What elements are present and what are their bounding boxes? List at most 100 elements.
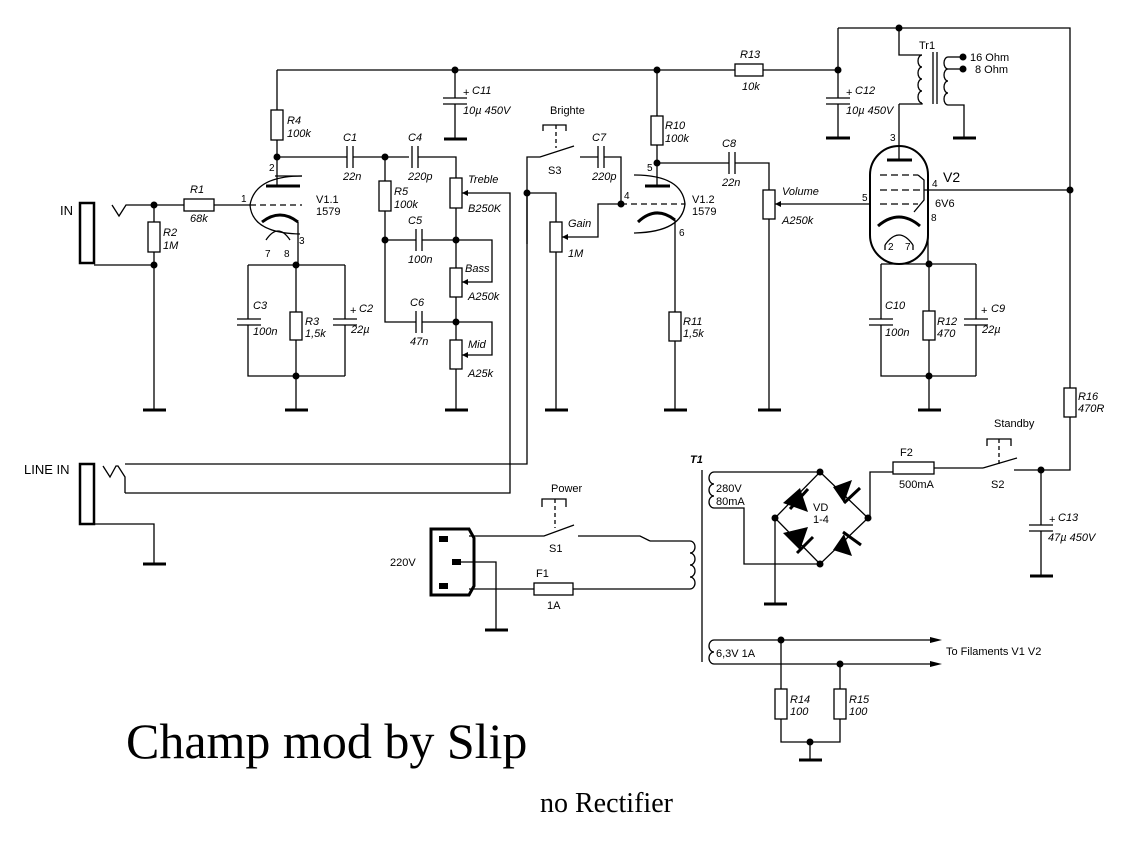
svg-text:C13: C13 [1058,512,1079,524]
svg-text:220p: 220p [407,171,432,183]
svg-text:1M: 1M [163,240,179,252]
svg-text:8 Ohm: 8 Ohm [975,64,1008,76]
svg-text:8: 8 [284,249,290,260]
cathode-network-v1: C3 100n R3 1,5k + C2 22µ [237,261,373,412]
bridge-rectifier-vd: VD 1-4 [764,468,893,606]
input-jack-in[interactable]: IN [60,201,152,266]
svg-text:R2: R2 [163,227,177,239]
svg-text:R1: R1 [190,184,204,196]
svg-text:C7: C7 [592,132,607,144]
svg-text:S3: S3 [548,165,561,177]
svg-text:VD: VD [813,502,828,514]
svg-text:+: + [463,87,469,99]
svg-text:100n: 100n [885,327,909,339]
svg-text:3: 3 [890,133,896,144]
svg-text:C2: C2 [359,303,373,315]
svg-text:100n: 100n [253,326,277,338]
svg-text:Bass: Bass [465,263,490,275]
svg-text:C10: C10 [885,300,906,312]
svg-text:1579: 1579 [316,206,340,218]
svg-text:S2: S2 [991,479,1004,491]
input-jack-line-in[interactable]: LINE IN [24,462,166,566]
pot-treble[interactable]: Treble B250K [125,174,511,494]
svg-text:S1: S1 [549,543,562,555]
svg-text:R4: R4 [287,115,301,127]
svg-text:B250K: B250K [468,203,502,215]
svg-text:+: + [981,305,987,317]
power-transformer-t1: T1 280V 80mA 6,3V 1A [650,454,820,665]
capacitor-c13: + C13 47µ 450V [1029,466,1097,578]
switch-s2-standby[interactable]: Standby S2 [982,418,1044,491]
svg-text:R11: R11 [683,316,702,328]
svg-text:C3: C3 [253,300,268,312]
svg-text:Gain: Gain [568,218,591,230]
svg-text:80mA: 80mA [716,496,745,508]
svg-text:+: + [350,305,356,317]
svg-text:R14: R14 [790,694,810,706]
svg-text:3: 3 [299,236,305,247]
svg-text:4: 4 [624,191,630,202]
svg-text:Brighte: Brighte [550,105,585,117]
svg-text:1-4: 1-4 [813,514,829,526]
svg-text:100k: 100k [665,133,689,145]
svg-text:1A: 1A [547,600,561,612]
svg-text:C5: C5 [408,215,423,227]
svg-text:To Filaments V1 V2: To Filaments V1 V2 [946,646,1041,658]
switch-s3-bright[interactable]: Brighte S3 [526,105,598,244]
junction [1066,186,1074,194]
svg-text:220p: 220p [591,171,616,183]
svg-text:5: 5 [862,193,868,204]
capacitor-c1: C1 22n [277,132,409,183]
svg-text:100k: 100k [394,199,418,211]
svg-text:C4: C4 [408,132,422,144]
svg-text:10µ 450V: 10µ 450V [846,105,895,117]
svg-text:10µ 450V: 10µ 450V [463,105,512,117]
wire [527,192,557,222]
tube-v1-1: 2 1 3 7 8 V1.1 1579 [241,163,340,265]
output-transformer-tr1: Tr1 16 Ohm 8 Ohm [899,40,1009,140]
capacitor-c7: C7 220p [591,132,622,204]
svg-text:1,5k: 1,5k [683,328,704,340]
svg-text:C6: C6 [410,297,425,309]
pot-volume[interactable]: Volume A250k [758,186,870,412]
svg-text:7: 7 [905,242,911,253]
svg-text:A250k: A250k [781,215,814,227]
svg-text:LINE IN: LINE IN [24,462,70,477]
svg-text:F1: F1 [536,568,549,580]
svg-text:100: 100 [790,706,809,718]
svg-text:A250k: A250k [467,291,500,303]
svg-text:47n: 47n [410,336,428,348]
capacitor-c4: C4 220p [407,132,457,183]
svg-text:C9: C9 [991,303,1005,315]
svg-text:470R: 470R [1078,403,1104,415]
svg-text:100k: 100k [287,128,311,140]
svg-text:5: 5 [647,163,653,174]
resistor-r1: R1 68k [154,184,250,225]
svg-text:R13: R13 [740,49,761,61]
switch-s1-power[interactable]: Power S1 [534,483,651,555]
svg-text:A25k: A25k [467,368,494,380]
pot-mid[interactable]: Mid A25k [445,321,494,412]
svg-text:6,3V 1A: 6,3V 1A [716,648,756,660]
svg-text:C11: C11 [472,85,491,97]
line-in-wire [125,193,528,465]
svg-text:7: 7 [265,249,271,260]
resistor-r16: R16 470R [1044,387,1104,471]
svg-text:V1.1: V1.1 [316,194,339,206]
resistor-r11: R11 1,5k [664,311,704,412]
svg-text:47µ 450V: 47µ 450V [1048,532,1097,544]
pot-bass[interactable]: Bass A250k [449,239,500,340]
svg-text:Treble: Treble [468,174,498,186]
svg-text:R16: R16 [1078,391,1099,403]
svg-text:22µ: 22µ [350,324,370,336]
fuse-f2: F2 500mA [892,447,983,491]
svg-text:220V: 220V [390,557,416,569]
svg-text:+: + [846,87,852,99]
cathode-network-v2: C10 100n R12 470 + C9 22µ [869,260,1005,412]
svg-text:6V6: 6V6 [935,198,955,210]
capacitor-c6: C6 47n [410,297,456,348]
pot-gain[interactable]: Gain 1M [545,200,625,412]
svg-text:1579: 1579 [692,206,716,218]
svg-text:+: + [1049,514,1055,526]
svg-text:R5: R5 [394,186,409,198]
